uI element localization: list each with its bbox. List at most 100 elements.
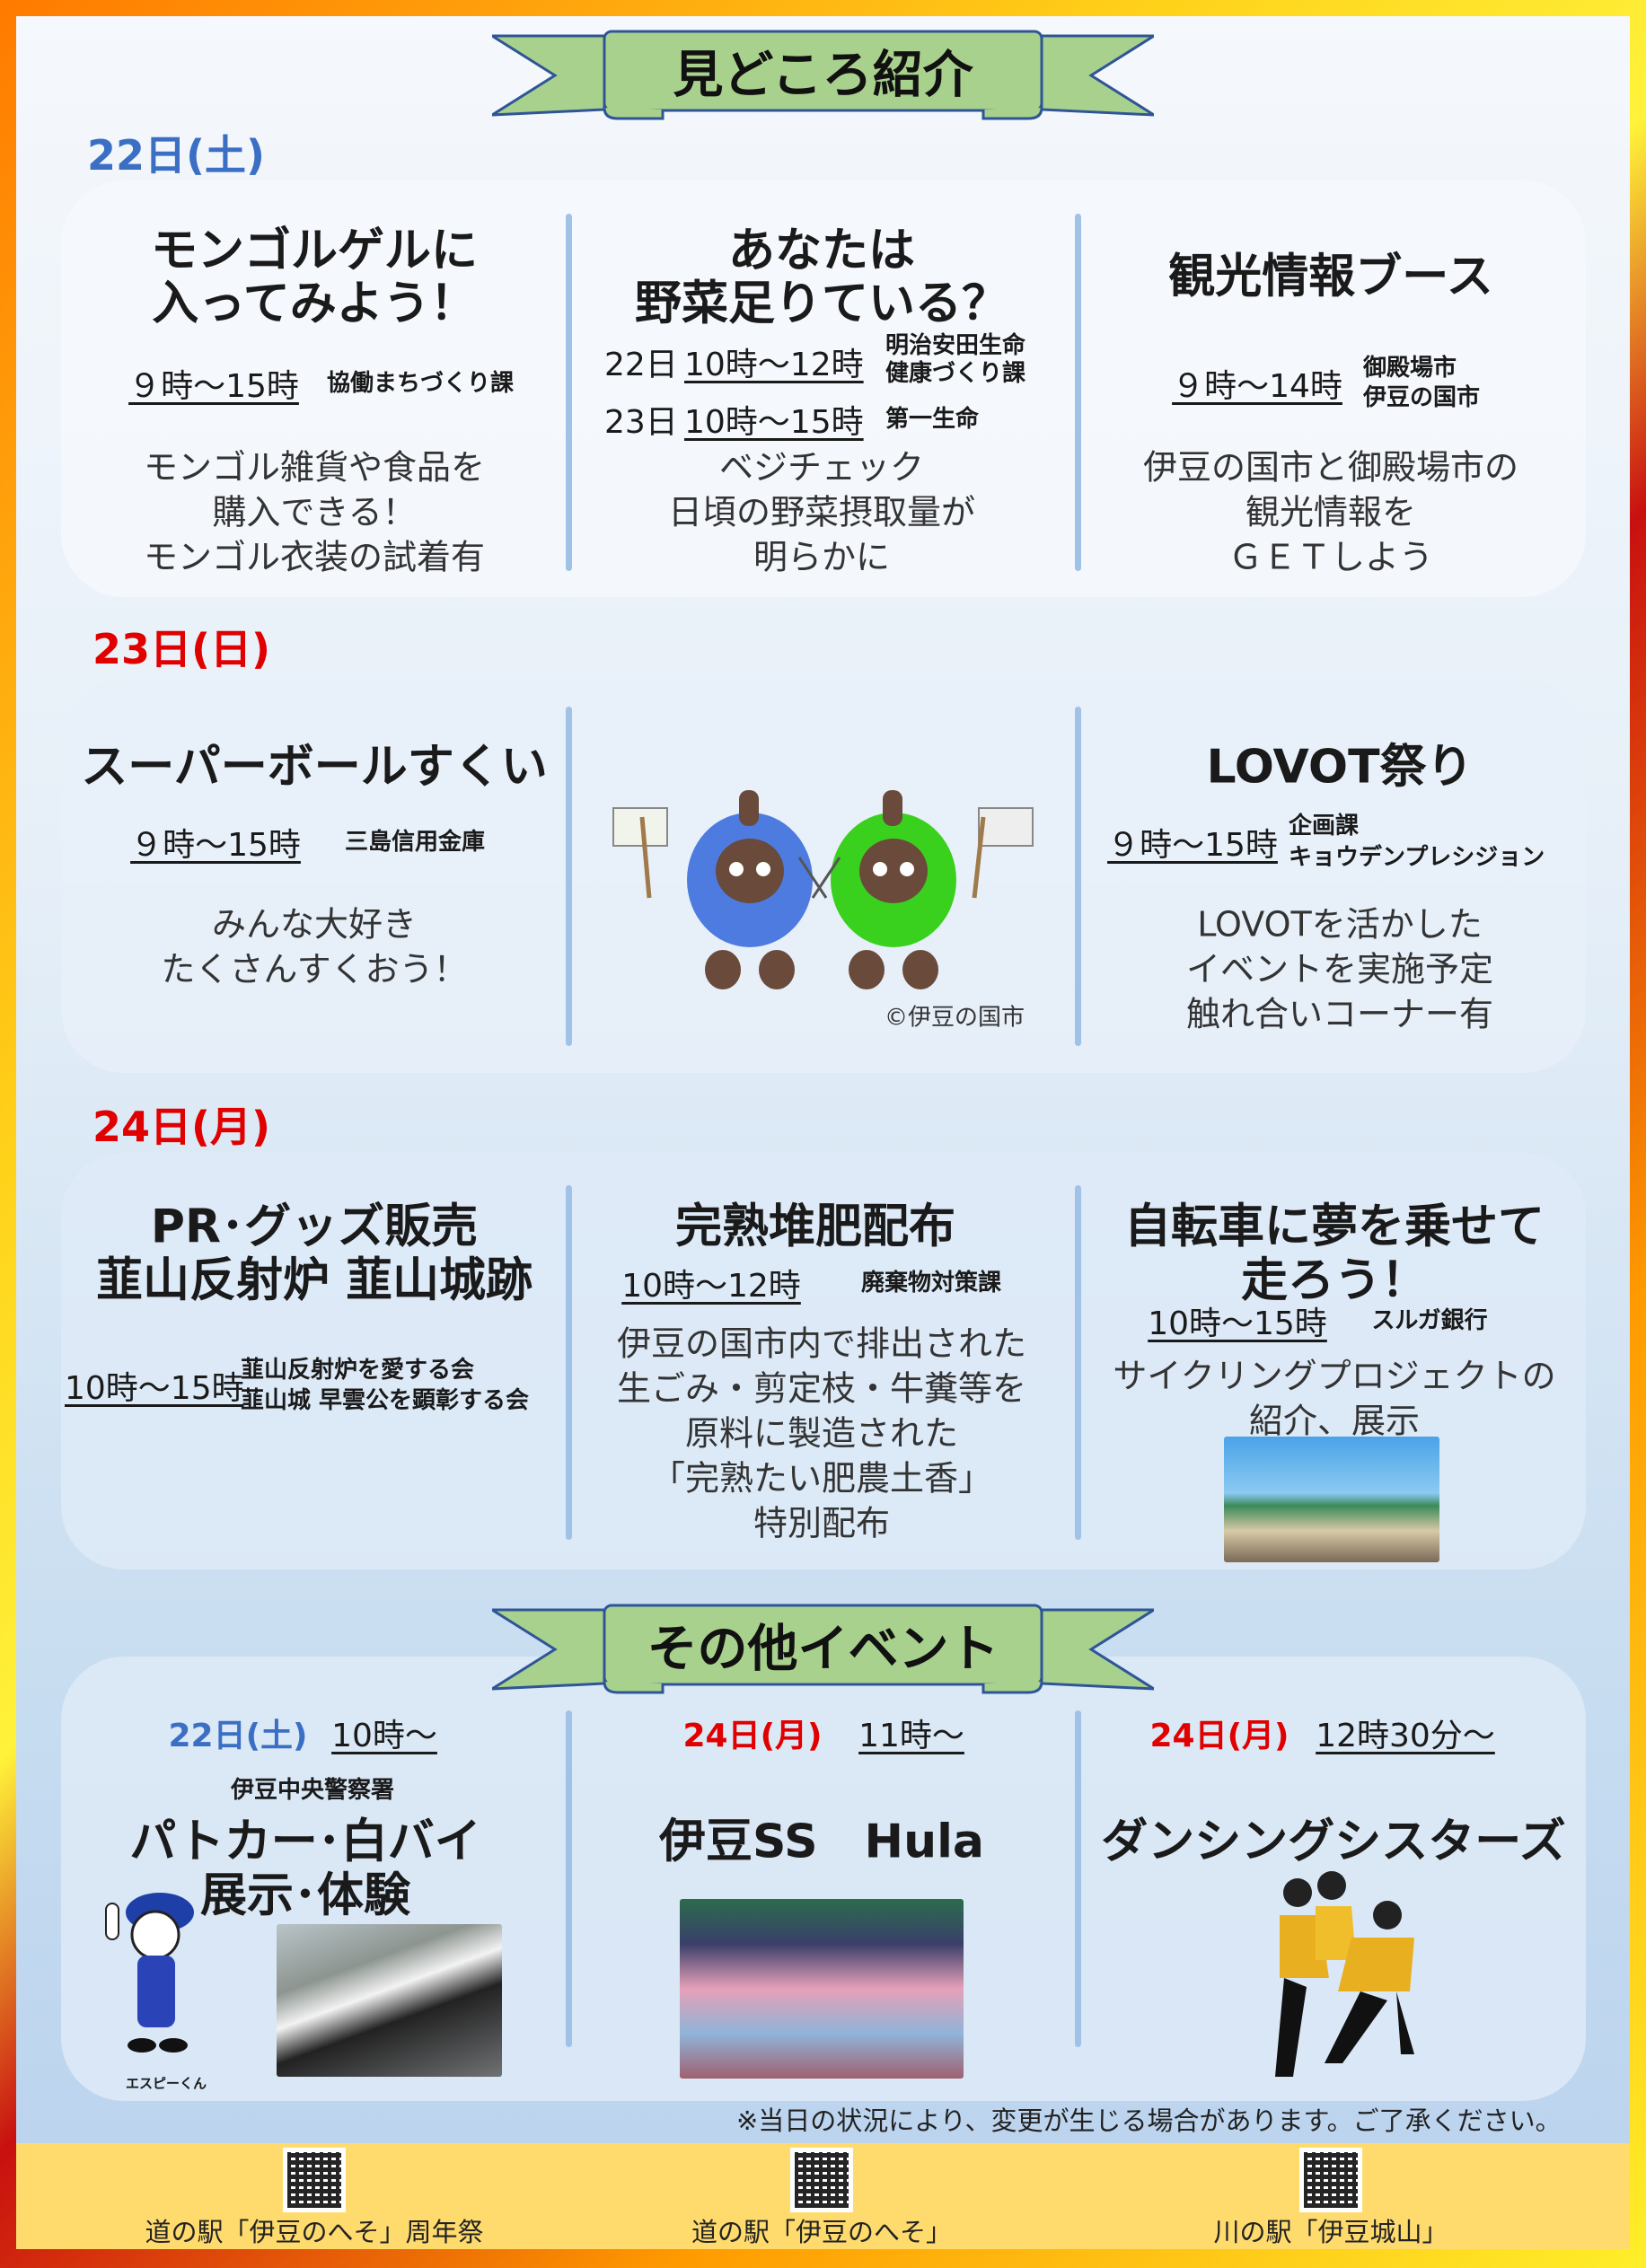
event-desc: イベントを実施予定: [1185, 949, 1494, 989]
event-time: ９時～15時: [1107, 827, 1278, 864]
event-title: 伊豆SS Hula: [658, 1815, 985, 1869]
divider: [1075, 1710, 1081, 2047]
event-date: 24日(月): [1149, 1718, 1290, 1754]
banner-other: その他イベント: [487, 1603, 1159, 1696]
event-org: 企画課: [1289, 812, 1360, 840]
footer-label: 道の駅「伊豆のへそ」周年祭: [145, 2217, 484, 2247]
event-title: パトカー･白バイ: [129, 1815, 481, 1869]
qr-code[interactable]: [1299, 2148, 1362, 2212]
event-desc: たくさんすくおう！: [161, 949, 468, 989]
banner-title: 見どころ紹介: [673, 46, 973, 105]
event-desc: ＧＥＴしよう: [1228, 537, 1434, 577]
event-org: スルガ銀行: [1371, 1306, 1488, 1334]
event-desc: 日頃の野菜摂取量が: [667, 492, 976, 532]
date-heading: 24日(月): [92, 1103, 271, 1151]
event-org: 三島信用金庫: [344, 828, 486, 856]
event-desc: 伊豆の国市内で排出された: [616, 1323, 1027, 1364]
banner-main: 見どころ紹介: [487, 29, 1159, 122]
event-title: 展示･体験: [199, 1868, 411, 1923]
event-title: ダンシングシスターズ: [1101, 1815, 1566, 1869]
event-title: スーパーボールすくい: [81, 740, 548, 795]
event-desc: サイクリングプロジェクトの: [1113, 1356, 1556, 1396]
event-org: 廃棄物対策課: [860, 1269, 1002, 1297]
dancers-photo: [1275, 1871, 1414, 2077]
notice-text: ※当日の状況により、変更が生じる場合があります。ご了承ください。: [736, 2105, 1562, 2136]
image-credit: ©伊豆の国市: [884, 1004, 1025, 1032]
event-date: 24日(月): [682, 1718, 823, 1754]
lovot-mascots-illustration: [612, 790, 1034, 989]
event-title: 入ってみよう！: [152, 277, 477, 331]
day23-card: [61, 680, 1586, 1073]
event-title: 完熟堆肥配布: [674, 1200, 956, 1254]
divider: [1075, 1185, 1081, 1540]
divider: [566, 1185, 572, 1540]
cycling-photo: [1224, 1437, 1439, 1562]
event-org: 明治安田生命: [885, 331, 1026, 359]
footer-label: 川の駅「伊豆城山」: [1213, 2217, 1448, 2247]
schedule-day: 22日: [604, 347, 678, 383]
event-desc: 触れ合いコーナー有: [1185, 994, 1494, 1034]
event-desc: 購入できる！: [212, 492, 417, 532]
event-org: 協働まちづくり課: [326, 369, 515, 397]
event-title: 韮山反射炉 韮山城跡: [95, 1253, 533, 1308]
event-time: ９時～14時: [1172, 368, 1342, 405]
event-time: 10時～: [331, 1718, 437, 1754]
event-desc: 紹介、展示: [1248, 1401, 1421, 1441]
event-title: あなたは: [727, 224, 916, 278]
event-desc: 特別配布: [753, 1503, 891, 1543]
event-title: PR･グッズ販売: [150, 1200, 479, 1254]
event-org: 韮山反射炉を愛する会: [241, 1356, 475, 1384]
qr-code[interactable]: [790, 2148, 853, 2212]
divider: [566, 1710, 572, 2047]
banner-title: その他イベント: [647, 1620, 999, 1679]
event-desc: LOVOTを活かした: [1197, 904, 1483, 945]
event-time: ９時～15時: [130, 827, 301, 864]
hula-dance-photo: [680, 1899, 964, 2079]
event-time: 10時～12時: [684, 347, 864, 383]
event-time: 10時～12時: [621, 1268, 801, 1305]
event-desc: ベジチェック: [718, 447, 925, 488]
event-title: モンゴルゲルに: [150, 224, 479, 278]
event-title: 走ろう！: [1240, 1253, 1429, 1308]
event-desc: 観光情報を: [1245, 492, 1417, 532]
event-desc: 生ごみ・剪定枝・牛糞等を: [616, 1368, 1027, 1409]
event-desc: 「完熟たい肥農土香」: [650, 1458, 993, 1499]
event-org: 健康づくり課: [885, 359, 1026, 387]
event-desc: モンゴル雑貨や食品を: [143, 447, 486, 488]
event-time: 10時～15時: [1148, 1305, 1327, 1342]
event-time: 12時30分～: [1316, 1718, 1495, 1754]
event-title: 観光情報ブース: [1168, 250, 1493, 304]
event-time: 11時～: [858, 1718, 964, 1754]
event-time: 10時～15時: [684, 404, 864, 441]
divider: [1075, 214, 1081, 571]
event-title: LOVOT祭り: [1206, 740, 1474, 795]
event-desc: 伊豆の国市と御殿場市の: [1142, 447, 1519, 488]
event-time: 10時～15時: [65, 1370, 244, 1407]
schedule-day: 23日: [604, 404, 678, 441]
event-org: 韮山城 早雲公を顕彰する会: [241, 1386, 530, 1414]
footer-label: 道の駅「伊豆のへそ」: [691, 2217, 953, 2247]
event-desc: 原料に製造された: [684, 1413, 959, 1454]
day22-card: [61, 180, 1586, 597]
patrol-car-photo: [277, 1924, 502, 2077]
event-org: 御殿場市: [1363, 354, 1457, 382]
event-desc: 明らかに: [753, 537, 891, 577]
date-heading: 22日(土): [87, 131, 266, 180]
event-date: 22日(土): [168, 1718, 308, 1754]
event-title: 自転車に夢を乗せて: [1123, 1200, 1545, 1254]
event-org: 伊豆中央警察署: [230, 1776, 395, 1804]
event-org: 伊豆の国市: [1363, 383, 1481, 411]
event-desc: モンゴル衣装の試着有: [143, 537, 486, 577]
divider: [1075, 707, 1081, 1046]
mascot-name: エスピーくん: [125, 2075, 207, 2092]
event-time: ９時～15時: [128, 368, 299, 405]
qr-code[interactable]: [283, 2148, 346, 2212]
event-org: キョウデンプレシジョン: [1289, 843, 1545, 871]
divider: [566, 214, 572, 571]
event-desc: みんな大好き: [211, 904, 418, 945]
divider: [566, 707, 572, 1046]
police-mascot-illustration: [105, 1893, 194, 2053]
date-heading: 23日(日): [92, 625, 271, 673]
event-title: 野菜足りている？: [634, 277, 1009, 331]
event-org: 第一生命: [885, 405, 980, 433]
